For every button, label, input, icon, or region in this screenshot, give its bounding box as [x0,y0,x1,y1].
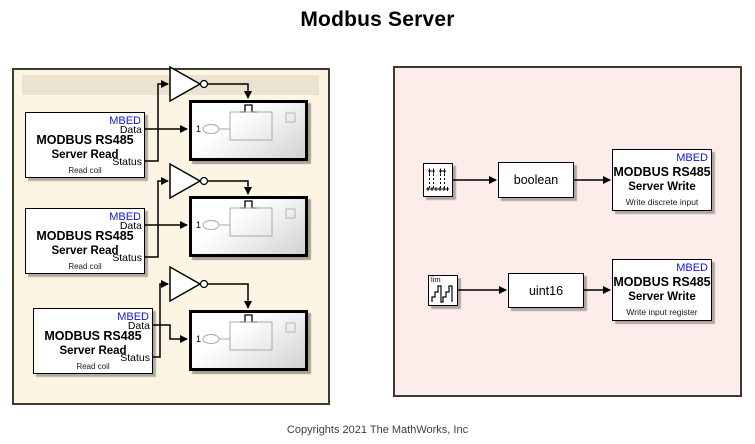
subsystem-icon: 1 [196,314,296,351]
copyright-note: Copyrights 2021 The MathWorks, Inc [286,424,469,436]
block-title: MODBUS RS485 [36,229,134,243]
block-caption: Write input register [626,307,698,317]
conversion-label: boolean [513,173,559,187]
wire-status-3[interactable] [153,280,169,358]
inport-oval-icon [202,220,220,230]
data-port-label: Data [119,220,142,232]
triggered-subsystem-3[interactable]: 1 [189,310,308,371]
boolean-conversion-block[interactable]: boolean [498,162,574,198]
wire-data-3[interactable] [153,324,188,343]
block-subtitle: Server Read [51,149,119,161]
subsystem-icon: 1 [196,200,296,237]
inport-label: 1 [196,334,201,344]
block-title: MODBUS RS485 [44,329,142,343]
block-title: MODBUS RS485 [36,133,134,147]
counter-limited-icon [431,285,453,303]
not-gate-2[interactable] [169,162,209,200]
triggered-subsystem-2[interactable]: 1 [189,196,308,257]
discrete-source-block[interactable] [423,163,453,197]
block-caption: Read coil [76,362,110,371]
inner-block-icon [229,321,273,351]
mbed-tag: MBED [676,152,708,164]
block-subtitle: Server Write [628,291,696,303]
mbed-tag: MBED [109,115,141,127]
inner-block-icon [229,207,273,237]
inport-oval-icon [202,334,220,344]
block-caption: Write discrete input [625,197,699,207]
mbed-tag: MBED [109,211,141,223]
state-square-icon [285,208,296,219]
trigger-icon [240,200,257,209]
not-gate-3[interactable] [169,265,209,303]
status-port-label: Status [112,252,142,264]
server-write-area [393,66,742,397]
block-title: MODBUS RS485 [613,165,711,179]
conversion-label: uint16 [528,283,564,298]
subsystem-icon: 1 [196,104,296,141]
not-gate-1[interactable] [169,65,209,103]
modbus-server-write-block-1[interactable]: MBED MODBUS RS485 Server Write Write dis… [612,149,712,211]
status-port-label: Status [112,156,142,168]
trigger-icon [240,104,257,113]
mbed-tag: MBED [117,311,149,323]
block-caption: Read coil [68,262,102,271]
state-square-icon [285,322,296,333]
inport-label: 1 [196,124,201,134]
block-subtitle: Server Read [59,345,127,357]
inport-label: 1 [196,220,201,230]
modbus-server-read-block-2[interactable]: MBED Data MODBUS RS485 Server Read Statu… [25,208,145,274]
wire-trigger-2[interactable] [208,180,252,195]
mbed-tag: MBED [676,262,708,274]
wire-status-2[interactable] [145,177,169,258]
data-port-label: Data [119,124,142,136]
data-port-label: Data [127,320,150,332]
wire-trigger-3[interactable] [208,283,252,309]
modbus-server-read-block-3[interactable]: MBED Data MODBUS RS485 Server Read Statu… [33,308,153,374]
block-subtitle: Server Read [51,245,119,257]
state-square-icon [285,112,296,123]
diagram-title: Modbus Server [300,8,455,31]
modbus-server-read-block-1[interactable]: MBED Data MODBUS RS485 Server Read Statu… [25,112,145,178]
trigger-icon [240,314,257,323]
block-title: MODBUS RS485 [613,275,711,289]
block-caption: Read coil [68,166,102,175]
triggered-subsystem-1[interactable]: 1 [189,100,308,161]
pulse-train-icon [426,168,449,191]
wire-trigger-1[interactable] [208,83,252,99]
inner-block-icon [229,111,273,141]
inport-oval-icon [202,124,220,134]
modbus-server-write-block-2[interactable]: MBED MODBUS RS485 Server Write Write inp… [612,259,712,321]
uint16-conversion-block[interactable]: uint16 [508,273,584,308]
counter-limited-source-block[interactable]: lim [428,275,458,306]
status-port-label: Status [120,352,150,364]
lim-label: lim [431,275,441,284]
block-subtitle: Server Write [628,181,696,193]
wire-status-1[interactable] [145,80,169,162]
